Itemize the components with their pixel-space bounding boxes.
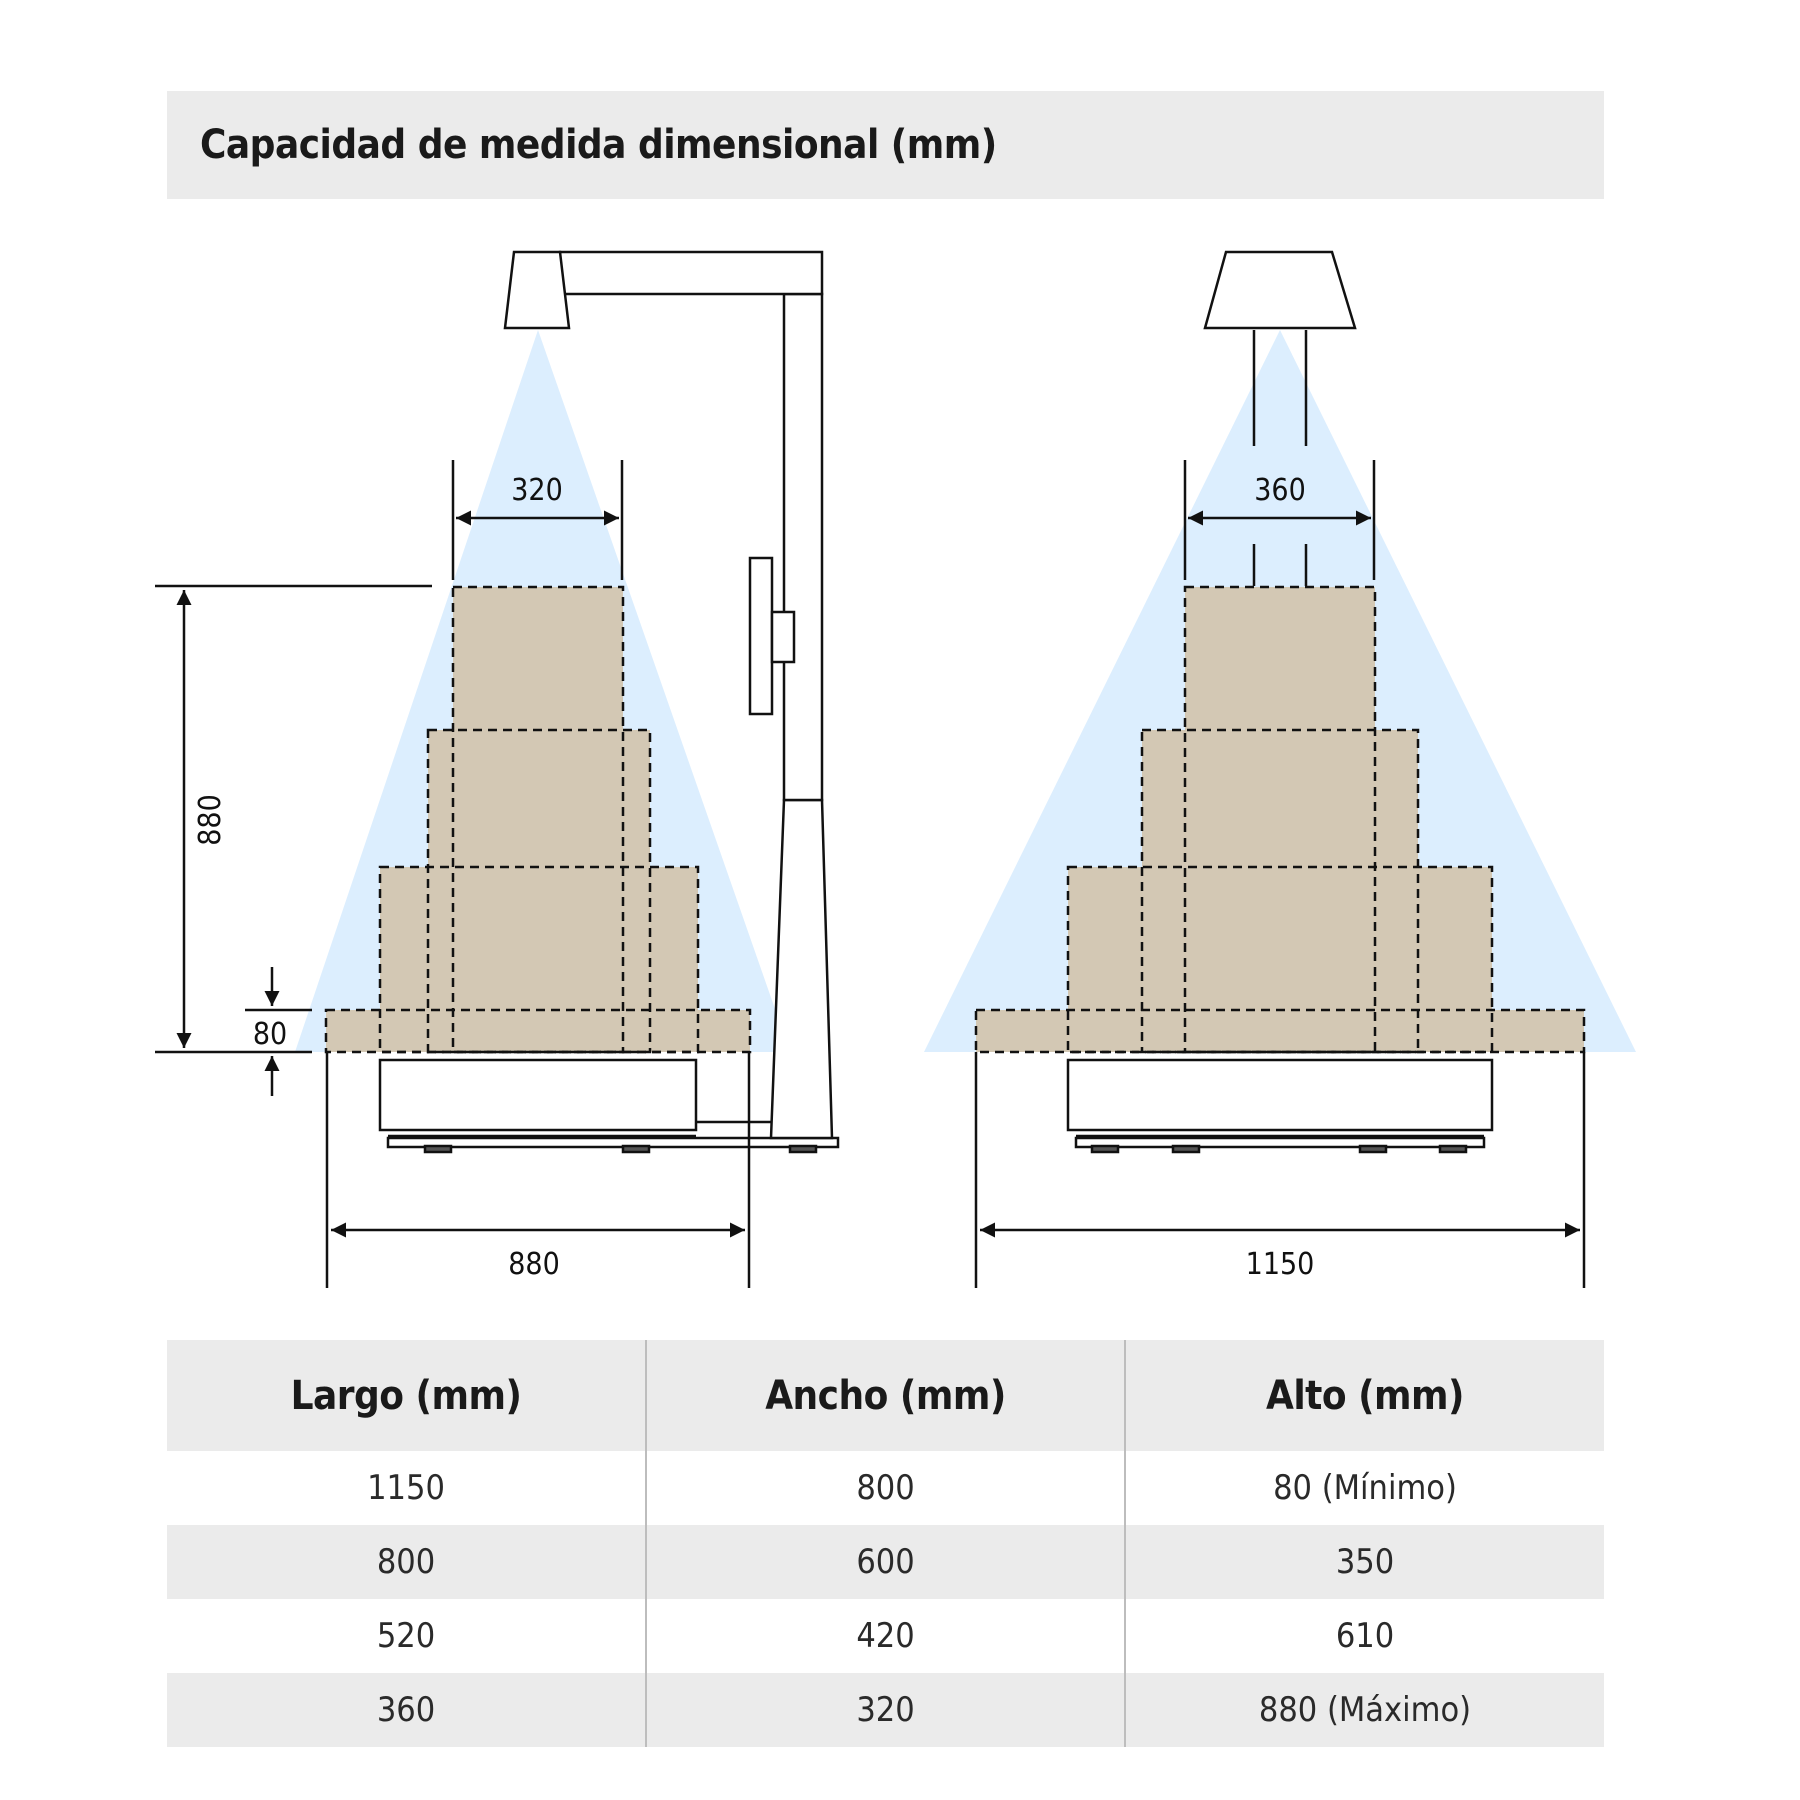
side-arm <box>558 250 824 296</box>
front-top-width-dimension <box>1183 460 1376 580</box>
cell-ancho: 320 <box>645 1673 1125 1747</box>
side-min-height-label: 80 <box>253 1017 287 1052</box>
side-box-outlines <box>324 585 752 1054</box>
front-outline-level-2 <box>1066 865 1494 1054</box>
header-ancho: Ancho (mm) <box>645 1340 1125 1451</box>
front-box-level-4 <box>1185 587 1375 730</box>
side-sensor-head <box>503 250 571 330</box>
cell-largo: 360 <box>167 1673 646 1747</box>
page-title: Capacidad de medida dimensional (mm) <box>200 122 997 168</box>
front-outline-level-4 <box>1183 585 1377 1054</box>
front-base-width-label: 1150 <box>1246 1247 1315 1282</box>
side-scale-platform <box>378 1058 698 1132</box>
side-column-upper <box>782 292 824 802</box>
side-box-level-4 <box>453 587 623 730</box>
side-height-dimension <box>155 584 432 1054</box>
side-scale-base <box>386 1136 840 1149</box>
front-scale <box>1066 1058 1494 1154</box>
title-bar: Capacidad de medida dimensional (mm) <box>167 91 1604 199</box>
front-box-level-2 <box>1068 867 1492 1010</box>
front-base-width-dimension <box>974 1052 1586 1288</box>
cell-largo: 520 <box>376 1616 436 1656</box>
front-boxes <box>976 587 1584 1052</box>
side-outline-level-4 <box>451 585 625 1054</box>
side-base-width-dimension <box>325 1052 751 1288</box>
side-min-height-dimension <box>245 967 312 1096</box>
front-box-outlines <box>974 585 1586 1054</box>
cell-largo: 1150 <box>367 1468 445 1508</box>
side-display-screen <box>748 556 774 716</box>
side-column <box>503 250 834 1140</box>
front-scale-platform <box>1066 1058 1494 1132</box>
side-top-width-dimension <box>451 460 624 580</box>
table-header-row: Largo (mm) Ancho (mm) Alto (mm) <box>167 1340 1604 1451</box>
header-alto: Alto (mm) <box>1124 1340 1604 1451</box>
table-row: 360 320 880 (Máximo) <box>167 1673 1604 1747</box>
side-column-lower <box>769 798 834 1140</box>
cell-largo: 800 <box>167 1525 646 1599</box>
side-base-width-label: 880 <box>508 1247 560 1282</box>
side-boxes <box>326 587 750 1052</box>
cell-alto: 880 (Máximo) <box>1124 1673 1604 1747</box>
cell-ancho: 420 <box>645 1599 1125 1673</box>
front-column <box>1203 250 1357 586</box>
table-row: 800 600 350 <box>167 1525 1604 1599</box>
side-box-level-1 <box>326 1010 750 1052</box>
side-height-label: 880 <box>193 794 228 846</box>
side-box-level-2 <box>380 867 698 1010</box>
side-outline-level-2 <box>378 865 700 1054</box>
header-largo: Largo (mm) <box>167 1340 646 1451</box>
front-box-level-3 <box>1142 730 1418 867</box>
front-top-width-label: 360 <box>1254 473 1306 508</box>
cell-ancho: 600 <box>645 1525 1125 1599</box>
front-sensor-head <box>1203 250 1357 330</box>
side-top-width-label: 320 <box>511 473 563 508</box>
cell-alto: 350 <box>1124 1525 1604 1599</box>
front-view: 360 1150 <box>924 250 1636 1288</box>
side-view: 320 880 80 880 <box>155 250 840 1288</box>
cell-ancho: 800 <box>645 1451 1125 1525</box>
front-scale-base <box>1074 1136 1486 1149</box>
dimensions-table: Largo (mm) Ancho (mm) Alto (mm) 1150 800… <box>167 1340 1604 1747</box>
front-box-level-1 <box>976 1010 1584 1052</box>
cell-alto: 80 (Mínimo) <box>1124 1451 1604 1525</box>
side-scale <box>378 1058 840 1154</box>
side-outline-level-3 <box>426 728 652 1054</box>
table-row: 520 420 610 <box>167 1599 1604 1673</box>
table-row: 1150 800 80 (Mínimo) <box>167 1451 1604 1525</box>
side-box-level-3 <box>428 730 650 867</box>
cell-alto: 610 <box>1124 1599 1604 1673</box>
